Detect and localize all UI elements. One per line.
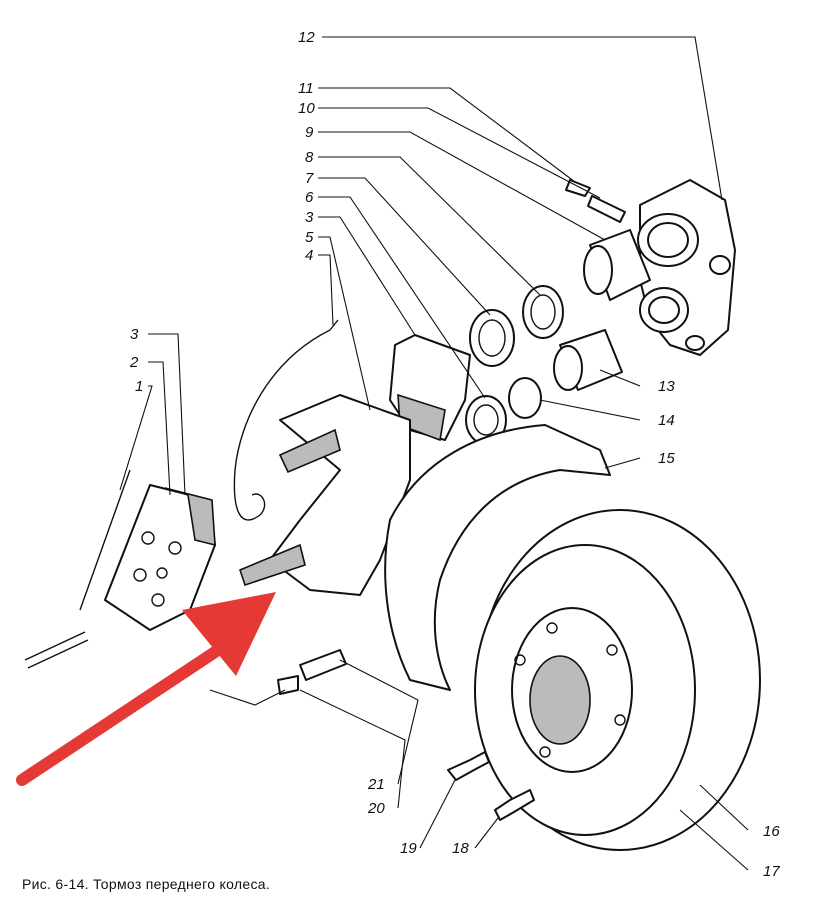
part-label: 4 — [305, 247, 313, 264]
part-label: 7 — [305, 170, 314, 187]
brake-pad — [104, 334, 471, 631]
splash-shield — [384, 424, 611, 691]
part-label: 8 — [305, 149, 314, 166]
piston-seal — [465, 285, 564, 445]
part-label: 13 — [658, 378, 675, 395]
part-label: 1 — [135, 378, 143, 395]
pointer-arrow — [16, 592, 276, 786]
mounting-bolt — [277, 649, 535, 821]
part-label: 6 — [305, 189, 314, 206]
part-label: 10 — [298, 100, 315, 117]
caliper-bracket — [239, 394, 411, 596]
caliper-body — [637, 179, 736, 356]
part-label: 14 — [658, 412, 675, 429]
part-label: 11 — [298, 80, 314, 97]
retaining-spring — [233, 319, 339, 521]
part-label: 3 — [130, 326, 139, 343]
leader-lines — [119, 36, 749, 871]
part-label: 5 — [305, 229, 314, 246]
part-label: 9 — [305, 124, 314, 141]
part-label: 21 — [367, 776, 385, 793]
guide-pin — [24, 469, 131, 669]
part-label: 20 — [367, 800, 385, 817]
part-label: 2 — [129, 354, 139, 371]
part-label: 15 — [658, 450, 675, 467]
part-label: 3 — [305, 209, 314, 226]
part-label: 19 — [400, 840, 417, 857]
part-label: 18 — [452, 840, 469, 857]
bleed-screw — [565, 179, 626, 223]
brake-disc — [474, 509, 761, 851]
part-label: 16 — [763, 823, 780, 840]
part-label: 12 — [298, 29, 315, 46]
figure-caption: Рис. 6-14. Тормоз переднего колеса. — [22, 876, 271, 892]
part-label: 17 — [763, 863, 780, 880]
part-labels: 12 11 10 9 8 7 6 3 5 4 3 2 1 13 14 15 16… — [129, 29, 780, 880]
piston — [553, 229, 651, 391]
